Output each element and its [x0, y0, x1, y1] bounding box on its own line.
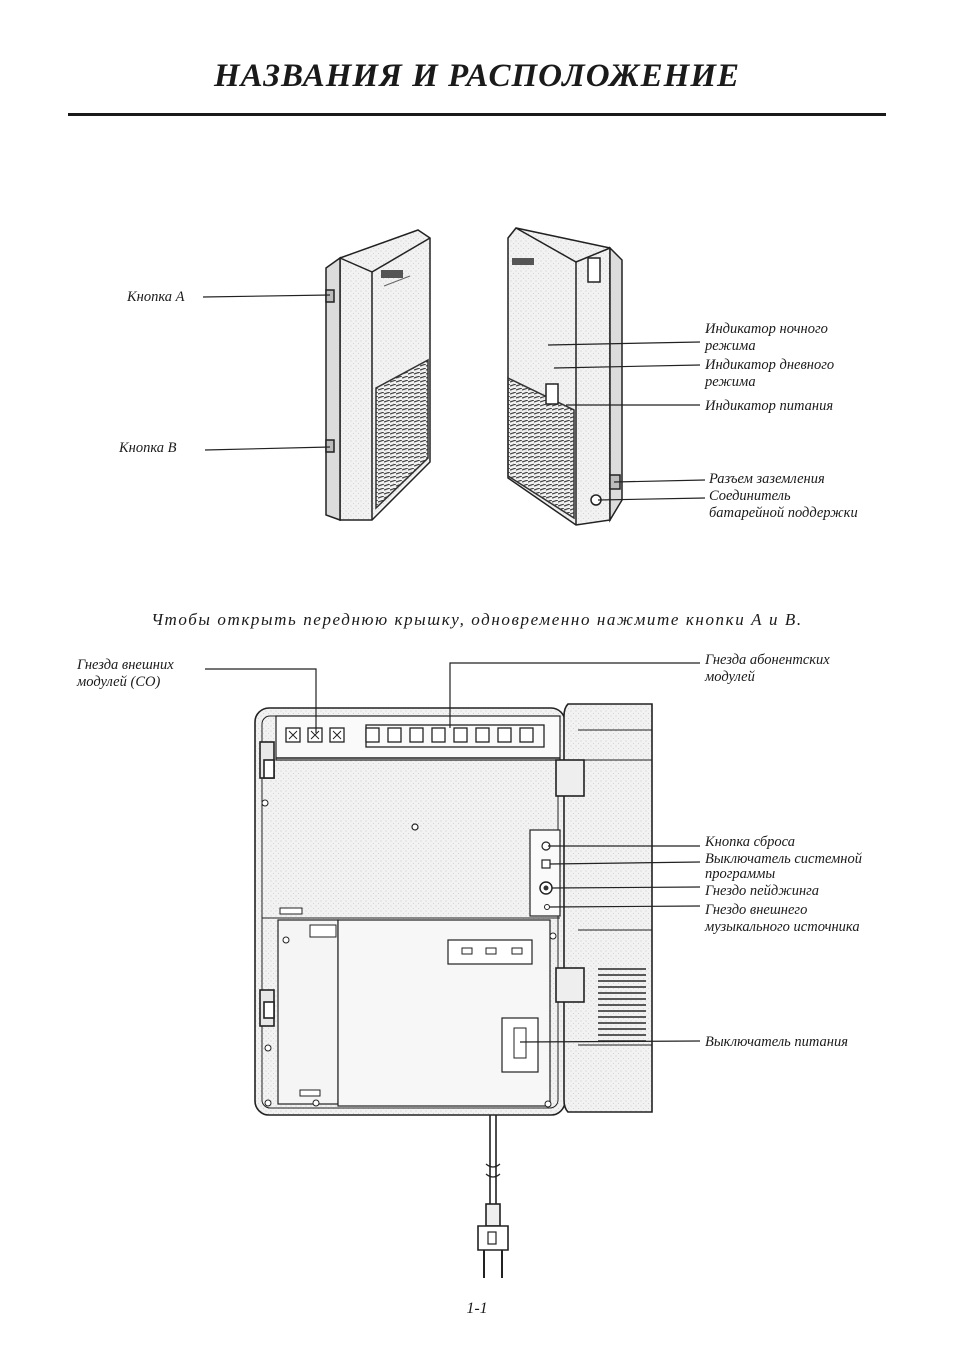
page-title: НАЗВАНИЯ И РАСПОЛОЖЕНИЕ: [213, 58, 741, 94]
label-ground: Разъем заземления: [709, 471, 825, 487]
label-night-mode-2: режима: [705, 338, 756, 354]
leaders-right-top: [547, 341, 706, 501]
label-music-2: музыкального источника: [705, 919, 860, 935]
label-ext-1: Гнезда абонентских: [705, 652, 830, 668]
label-paging: Гнездо пейджинга: [705, 883, 820, 899]
title-rule: [68, 113, 886, 116]
label-button-b: Кнопка В: [119, 440, 177, 456]
label-co-2: модулей (СО): [77, 674, 161, 690]
label-music-1: Гнездо внешнего: [705, 902, 808, 918]
label-power-switch: Выключатель питания: [705, 1034, 848, 1050]
extension-jacks: [365, 724, 545, 748]
label-co-1: Гнезда внешних: [77, 657, 174, 673]
label-sysprog-2: программы: [705, 866, 776, 882]
label-power-indicator: Индикатор питания: [705, 398, 834, 414]
caption: Чтобы открыть переднюю крышку, одновреме…: [151, 610, 803, 629]
leaders-bottom: [205, 662, 701, 1043]
cabinet-open-view: [254, 703, 653, 1116]
label-button-a: Кнопка А: [127, 289, 185, 305]
label-reset: Кнопка сброса: [705, 834, 795, 850]
label-day-mode-2: режима: [705, 374, 756, 390]
leader-button-b: [204, 446, 331, 451]
power-cord: [477, 1115, 509, 1278]
label-battery-1: Соединитель: [709, 488, 791, 504]
co-jacks: [285, 727, 345, 743]
label-sysprog-1: Выключатель системной: [705, 851, 862, 867]
page-number: 1-1: [466, 1300, 488, 1317]
label-battery-2: батарейной поддержки: [709, 505, 858, 521]
label-ext-2: модулей: [705, 669, 755, 685]
unit-left-view: [325, 229, 431, 522]
leader-button-a: [202, 294, 331, 298]
label-night-mode-1: Индикатор ночного: [705, 321, 828, 337]
unit-right-view: [507, 227, 623, 526]
label-day-mode-1: Индикатор дневного: [705, 357, 835, 373]
